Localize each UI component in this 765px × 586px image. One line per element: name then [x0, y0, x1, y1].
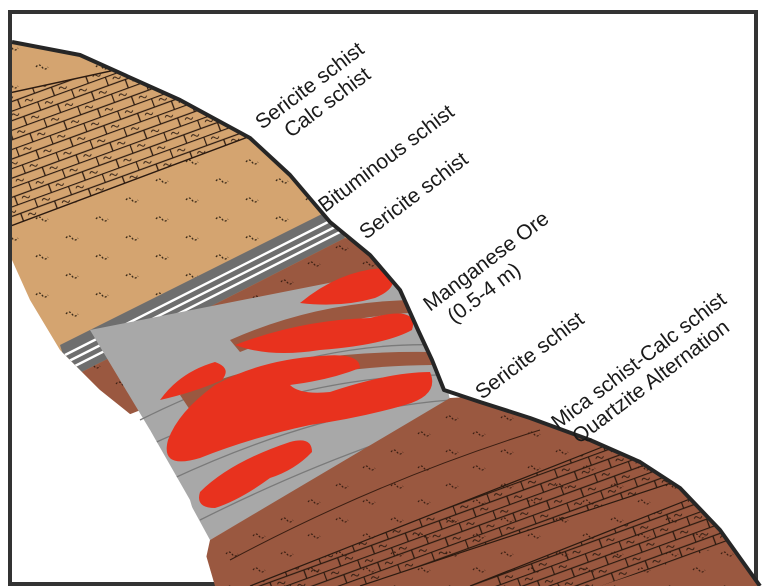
cross-section-svg: Sericite schist Calc schist Bituminous s…: [0, 0, 765, 586]
geologic-cross-section: Sericite schist Calc schist Bituminous s…: [0, 0, 765, 586]
